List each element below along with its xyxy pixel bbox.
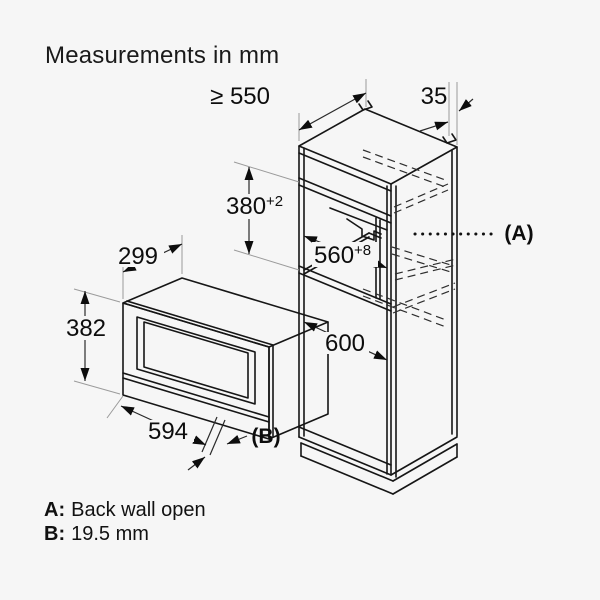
dim-appliance-height: 382: [66, 315, 106, 342]
legend-value-b: 19.5 mm: [71, 523, 149, 545]
cabinet-edges: [298, 145, 458, 478]
legend-key-b: B:: [44, 523, 66, 545]
callout-b-label: (B): [251, 425, 280, 448]
dimension-lines: [80, 92, 474, 471]
appliance-drawing: [122, 277, 329, 440]
legend-value-a: Back wall open: [71, 499, 206, 521]
legend-line-a: A:Back wall open: [44, 498, 206, 522]
dim-appliance-depth: 299: [118, 243, 158, 270]
hidden-back-edges: [362, 149, 457, 328]
cabinet-drawing: [298, 100, 458, 495]
page-title: Measurements in mm: [45, 42, 280, 69]
cabinet-top-notch-right: [442, 133, 457, 144]
label-backgrounds: [61, 194, 378, 442]
dim-cabinet-depth: ≥ 550: [210, 83, 270, 110]
dim-top-rear-gap: 35: [421, 83, 448, 110]
dim-niche-width: 560+8: [314, 242, 371, 269]
legend-key-a: A:: [44, 499, 66, 521]
dim-niche-height: 380+2: [226, 193, 283, 220]
door-window-inner: [143, 321, 249, 399]
appliance-front-frame: [122, 300, 274, 440]
cabinet-top-face: [298, 108, 458, 185]
dim-lower-niche-width: 600: [325, 330, 365, 357]
cabinet-shelves: [298, 152, 392, 476]
dim-appliance-width: 594: [148, 418, 188, 445]
door-window-outer: [136, 316, 256, 405]
cabinet-plinth: [300, 436, 458, 495]
callout-a-label: (A): [504, 222, 533, 245]
legend-line-b: B:19.5 mm: [44, 522, 206, 546]
legend: A:Back wall open B:19.5 mm: [44, 498, 206, 546]
